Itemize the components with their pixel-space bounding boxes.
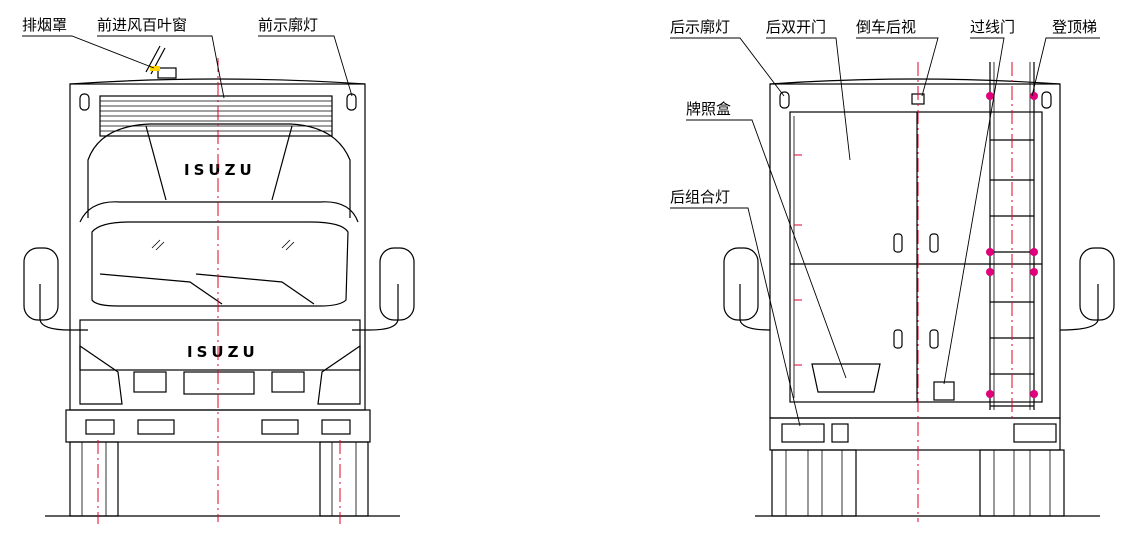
rear-roof-curve xyxy=(769,78,1061,85)
fog-lamp-2 xyxy=(137,419,175,435)
front-louver-window xyxy=(99,95,333,137)
cab-visor xyxy=(79,201,359,223)
label-license-plate-box: 牌照盒 xyxy=(686,100,731,118)
front-marker-lamp-left xyxy=(79,93,90,111)
front-mirror-right xyxy=(352,247,415,331)
grille-right xyxy=(271,371,305,393)
rear-combination-lamp-left xyxy=(781,423,825,443)
label-rear-double-door: 后双开门 xyxy=(766,18,826,36)
headlamp-right xyxy=(317,344,361,405)
rear-mirror-left xyxy=(723,247,771,331)
front-wheels xyxy=(69,441,369,517)
brand-logo-lower: ISUZU xyxy=(187,343,259,361)
label-smoke-hood: 排烟罩 xyxy=(22,16,67,34)
label-rear-marker-lamp: 后示廓灯 xyxy=(670,18,730,36)
brand-logo-upper: ISUZU xyxy=(184,161,256,179)
fog-lamp-3 xyxy=(261,419,299,435)
label-front-louver: 前进风百叶窗 xyxy=(97,16,187,34)
cab-upper xyxy=(87,123,351,218)
cab-lower xyxy=(79,319,361,371)
wiper-left xyxy=(99,273,223,305)
headlamp-left xyxy=(79,344,123,405)
label-cable-door: 过线门 xyxy=(970,18,1015,36)
rear-door-frame xyxy=(789,111,1043,403)
rear-marker-lamp-left xyxy=(779,91,790,109)
marker-yellow xyxy=(150,66,160,71)
grille-center xyxy=(183,371,255,395)
rear-wheels xyxy=(771,449,1065,517)
rear-view: 后示廓灯 后双开门 倒车后视 过线门 登顶梯 牌照盒 后组合灯 xyxy=(670,18,1115,522)
windshield xyxy=(91,221,349,307)
rear-box-body xyxy=(769,83,1061,419)
label-front-marker-lamp: 前示廓灯 xyxy=(258,16,318,34)
wiper-right xyxy=(195,273,315,305)
license-plate-box xyxy=(811,363,881,393)
fog-lamp-1 xyxy=(85,419,115,435)
cab-pillars xyxy=(145,125,293,201)
door-handle-4 xyxy=(929,329,939,349)
label-reversing-camera: 倒车后视 xyxy=(856,18,916,36)
cable-door xyxy=(933,381,955,401)
smoke-hood xyxy=(145,45,177,79)
door-handle-3 xyxy=(893,329,903,349)
fog-lamp-4 xyxy=(321,419,351,435)
rear-bumper xyxy=(769,417,1061,451)
grille-left xyxy=(133,371,167,393)
front-view: ISUZU ISUZU xyxy=(22,16,415,524)
front-mirror-left xyxy=(23,247,88,331)
door-handle-2 xyxy=(929,233,939,253)
door-handle-1 xyxy=(893,233,903,253)
rear-marker-lamp-right xyxy=(1041,91,1052,109)
label-roof-ladder: 登顶梯 xyxy=(1052,18,1097,36)
rear-combination-lamp-right xyxy=(1013,423,1057,443)
front-roof-curve xyxy=(69,78,366,85)
front-marker-lamp-right xyxy=(346,93,357,111)
rear-mirror-right xyxy=(1059,247,1115,331)
label-rear-combination-lamp: 后组合灯 xyxy=(670,188,730,206)
rear-reflector-left xyxy=(831,423,849,443)
